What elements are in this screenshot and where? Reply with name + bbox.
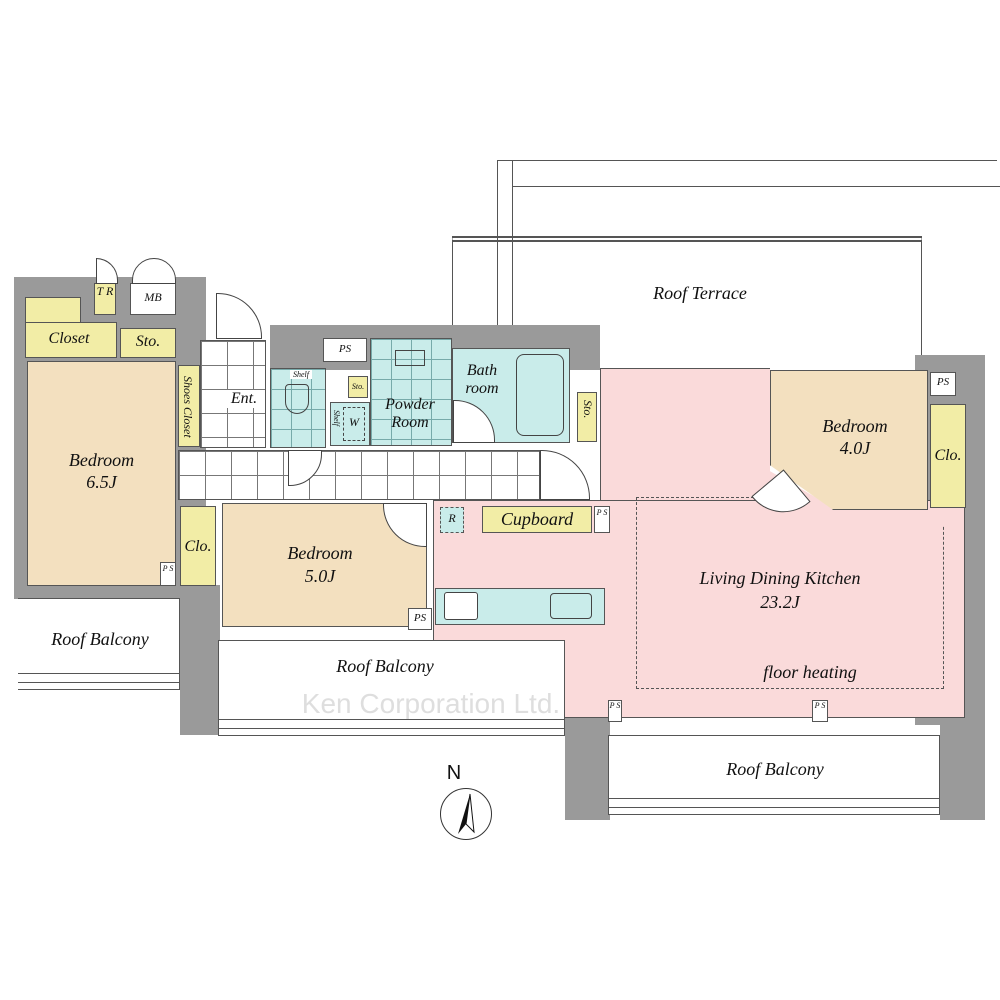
ps-cupboard	[594, 506, 610, 533]
bedroom-6-5j-size: 6.5J	[86, 472, 117, 492]
shoes-closet	[178, 365, 200, 447]
entrance-door[interactable]	[216, 293, 262, 339]
sink-icon	[550, 593, 592, 619]
clo-bedroom-5-0j-label: Clo.	[184, 538, 212, 555]
washer-area	[330, 402, 370, 446]
ldk-name: Living Dining Kitchen	[699, 568, 861, 588]
ldk-upper	[600, 368, 770, 503]
clo-bedroom-4-0j	[930, 404, 966, 508]
bedroom-6-5j	[27, 361, 176, 586]
ps-powder-label: PS	[338, 343, 352, 355]
powder-room-label: Powder Room	[385, 396, 435, 432]
roof-terrace-inner-line	[512, 160, 1000, 360]
closet-upper	[25, 297, 81, 325]
clo-bedroom-4-0j-label: Clo.	[934, 447, 962, 464]
roof-terrace-top-line	[512, 186, 1000, 187]
roof-balcony-left-label: Roof Balcony	[51, 629, 149, 649]
roof-terrace	[452, 236, 922, 356]
stove-icon	[444, 592, 478, 620]
washer-icon	[343, 407, 365, 441]
watermark: Ken Corporation Ltd.	[301, 688, 561, 719]
ps-ldk-bottom-label: P S	[814, 701, 826, 710]
cupboard-label: Cupboard	[500, 509, 574, 529]
ps-bedroom-2	[408, 608, 432, 630]
washer-shelf-label: Shelf	[332, 410, 342, 426]
bedroom-4-0j-size: 4.0J	[839, 438, 871, 458]
closet	[25, 322, 117, 358]
ps-ldk-bottom	[812, 700, 828, 722]
compass-north-label: N	[446, 762, 462, 784]
shoes-closet-label: Shoes Closet	[180, 376, 195, 438]
ldk-door[interactable]	[540, 450, 590, 500]
cupboard	[482, 506, 592, 533]
wall-column-left	[180, 585, 220, 735]
clo-bedroom-5-0j	[180, 506, 216, 586]
storage-label: Sto.	[135, 333, 161, 350]
compass	[440, 788, 492, 840]
ps-cupboard-label: P S	[596, 508, 608, 517]
mb-door[interactable]	[132, 258, 176, 284]
ps-bedroom-1	[160, 562, 176, 586]
entrance-label: Ent.	[224, 390, 264, 409]
bathroom-label: Bath room	[465, 362, 499, 398]
tr-door[interactable]	[96, 258, 118, 284]
trunk-room-label: T R	[96, 284, 114, 298]
washbasin-icon	[395, 350, 425, 366]
north-arrow-icon	[458, 793, 475, 834]
ps-bedroom-3-label: PS	[936, 376, 950, 388]
powder-room	[370, 338, 452, 446]
wall-column-right	[940, 715, 985, 820]
bedroom-5-0j-size: 5.0J	[304, 566, 336, 586]
ps-bedroom-2-label: PS	[413, 612, 427, 624]
toilet-shelf-label: Shelf	[290, 370, 312, 380]
toilet-icon	[285, 384, 309, 414]
storage-small	[348, 376, 368, 398]
roof-balcony-right-label: Roof Balcony	[726, 759, 824, 779]
roof-balcony-middle	[218, 640, 565, 736]
roof-terrace-label: Roof Terrace	[653, 283, 747, 303]
closet-label: Closet	[48, 330, 90, 347]
washer-label: W	[349, 415, 359, 429]
storage	[120, 328, 176, 358]
ps-bedroom-1-label: P S	[162, 564, 174, 573]
ps-powder	[323, 338, 367, 362]
ldk-floor-heating: floor heating	[763, 662, 857, 682]
roof-balcony-right	[608, 735, 940, 815]
ps-bedroom-3	[930, 372, 956, 396]
bedroom-4-0j-name: Bedroom	[822, 416, 888, 436]
storage-bath-label: Sto.	[580, 400, 595, 419]
roof-balcony-left	[18, 598, 180, 690]
corridor	[178, 450, 540, 500]
bedroom-6-5j-name: Bedroom	[68, 450, 135, 470]
roof-terrace-outer-line	[497, 160, 997, 360]
bathtub-icon	[516, 354, 564, 436]
ldk-size: 23.2J	[760, 592, 800, 612]
bedroom-5-0j-name: Bedroom	[287, 543, 353, 563]
ps-ldk-left-label: P S	[609, 701, 621, 710]
refrigerator-space	[440, 507, 464, 533]
storage-bath	[577, 392, 597, 442]
roof-balcony-middle-label: Roof Balcony	[336, 656, 434, 676]
refrigerator-label: R	[448, 511, 456, 525]
storage-small-label: Sto.	[351, 382, 365, 391]
meter-box-label: MB	[144, 290, 162, 304]
ps-ldk-left	[608, 700, 622, 722]
